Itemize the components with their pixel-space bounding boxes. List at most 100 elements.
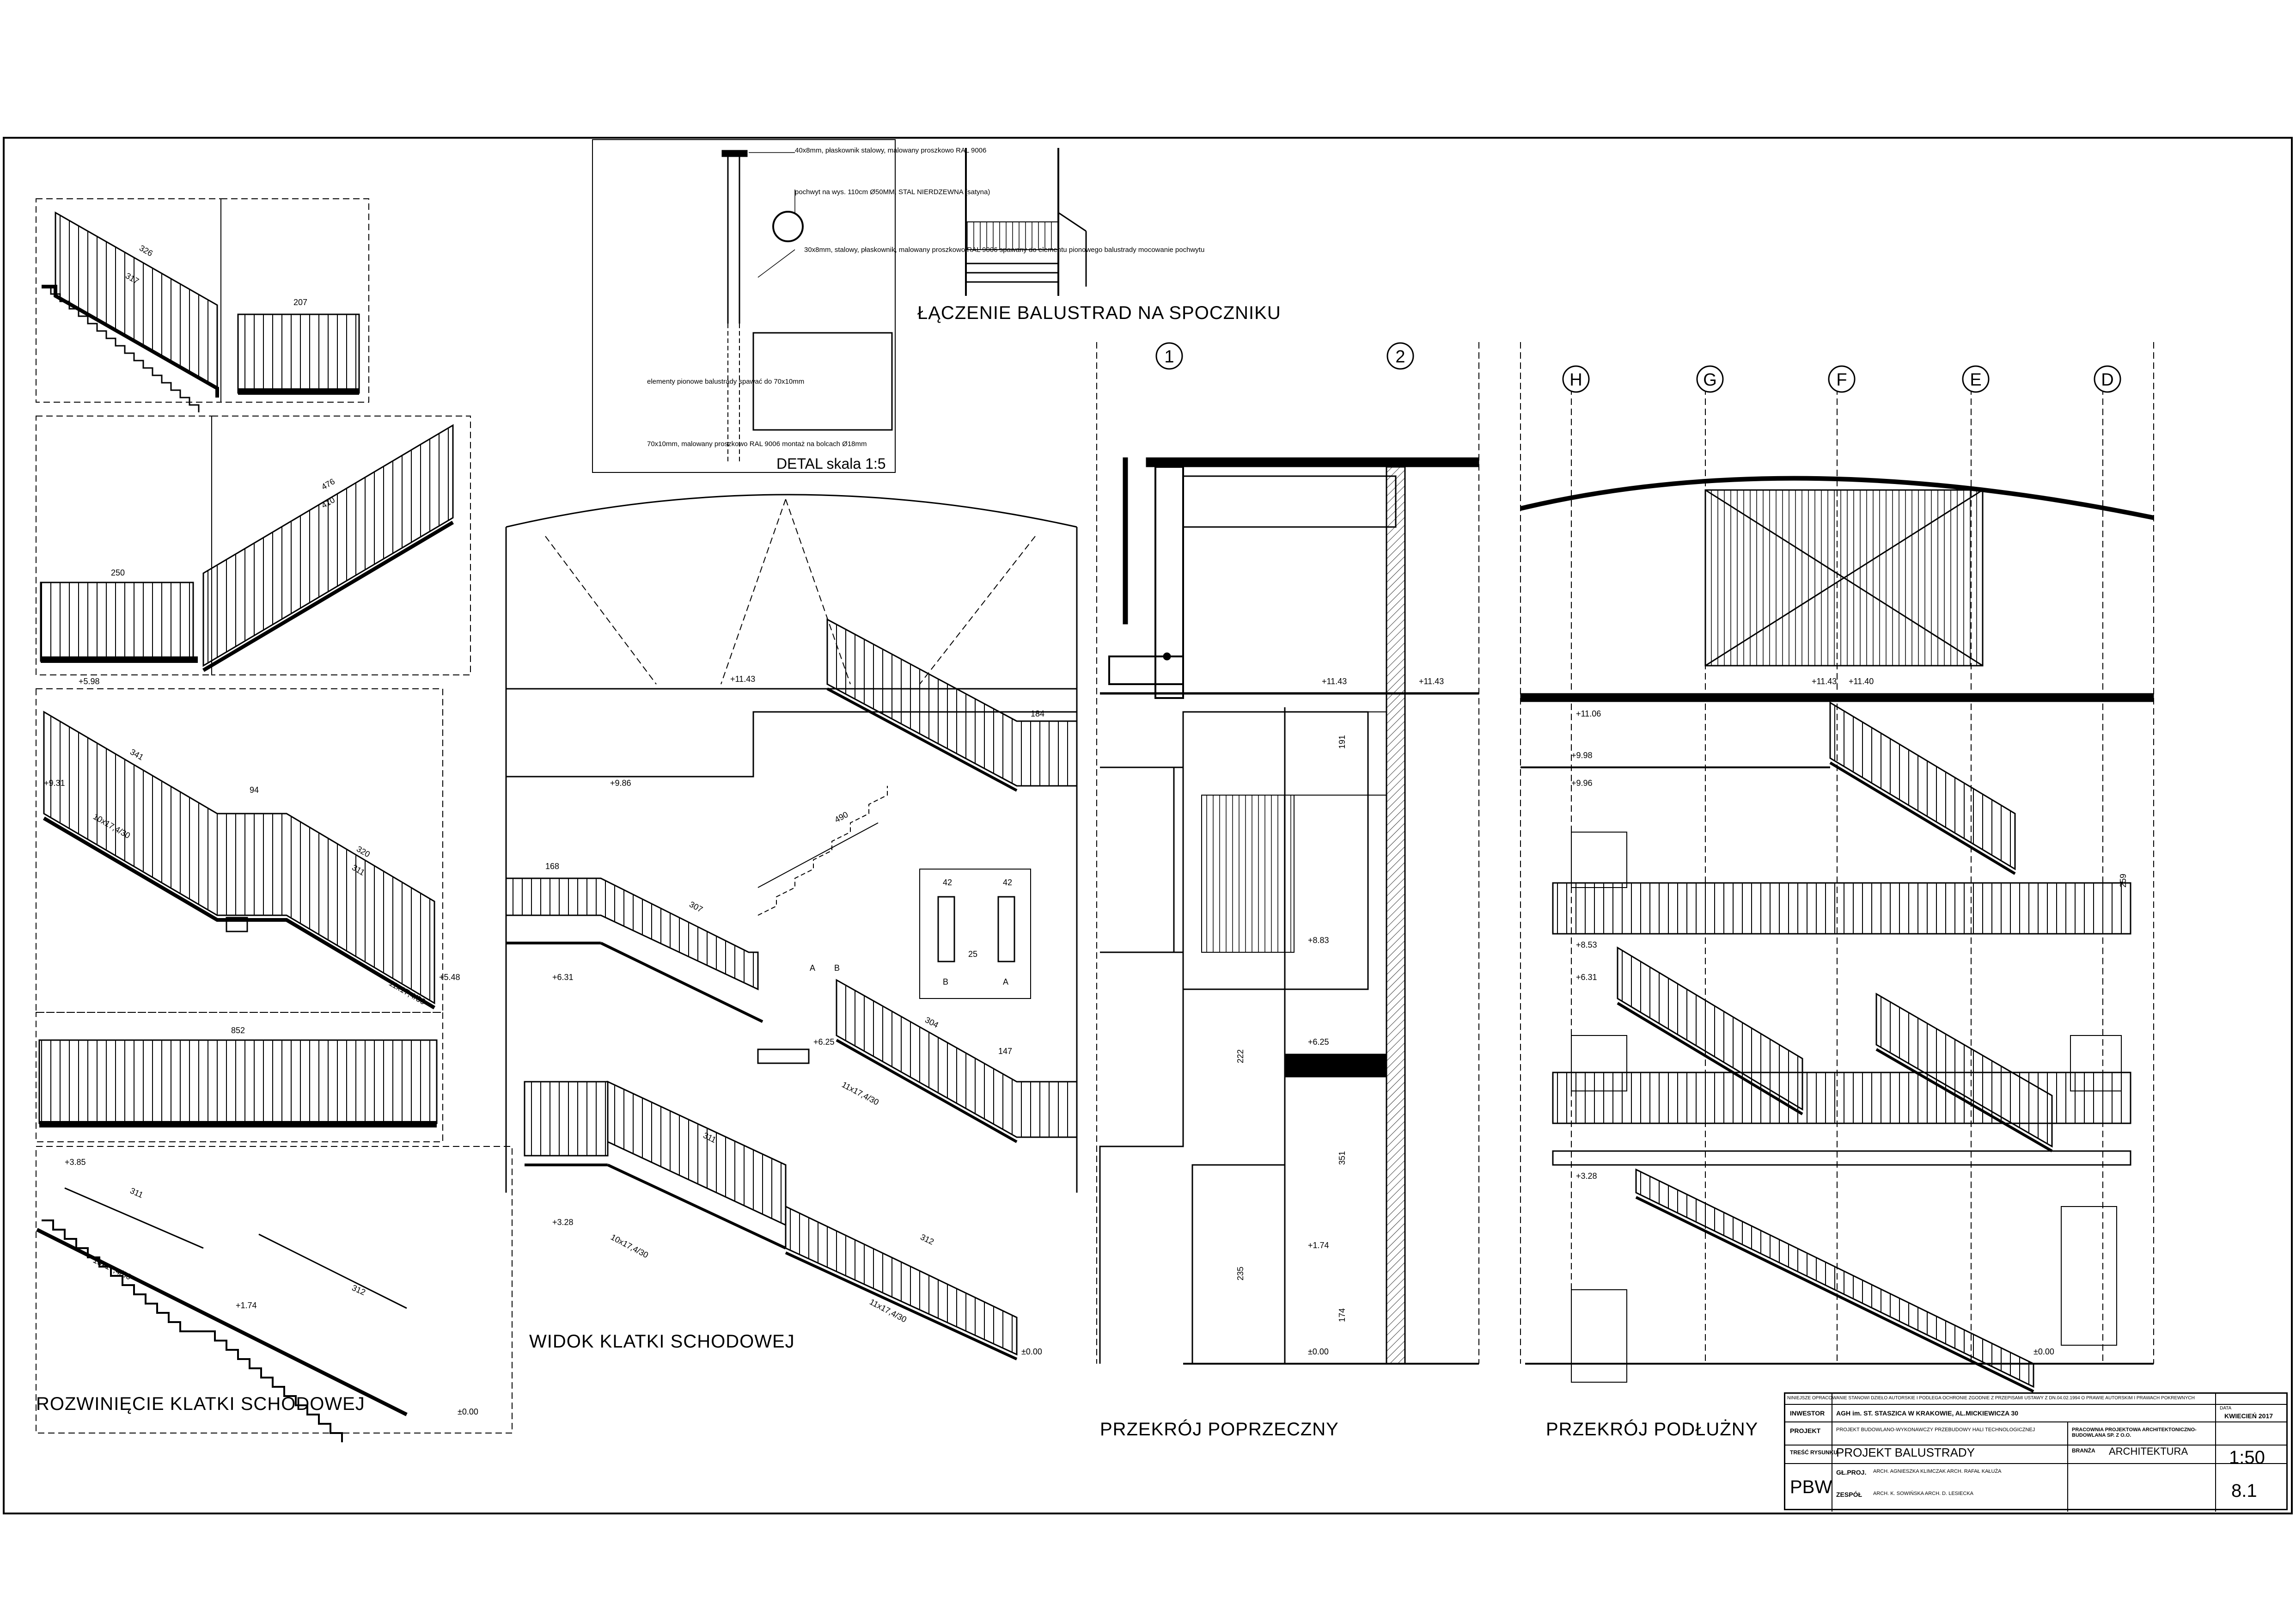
dim-label: 311 bbox=[128, 1186, 144, 1200]
level-label: ±0.00 bbox=[1308, 1347, 1329, 1356]
tb-phase: PBW bbox=[1790, 1477, 1832, 1497]
dev-flight-3 bbox=[43, 711, 436, 1010]
dim-label: 307 bbox=[688, 900, 704, 914]
dim-label: 147 bbox=[998, 1047, 1012, 1056]
title-long-section: PRZEKRÓJ PODŁUŻNY bbox=[1546, 1419, 1759, 1440]
dim-label: 207 bbox=[293, 298, 307, 307]
level-label: ±0.00 bbox=[2033, 1347, 2054, 1356]
title-development: ROZWINIĘCIE KLATKI SCHODOWEJ bbox=[36, 1394, 365, 1414]
title-block: NINIEJSZE OPRACOWANIE STANOWI DZIEŁO AUT… bbox=[1784, 1392, 2288, 1512]
dim-label: 312 bbox=[919, 1232, 935, 1247]
title-detail: DETAL skala 1:5 bbox=[776, 455, 886, 472]
dev-flight-1 bbox=[42, 211, 219, 412]
level-label: +9.96 bbox=[1571, 778, 1593, 788]
section-marker-a: A bbox=[810, 963, 815, 973]
dim-label: 235 bbox=[1236, 1267, 1245, 1280]
level-label: +1.74 bbox=[1308, 1241, 1329, 1250]
level-label: +11.43 bbox=[1419, 677, 1444, 686]
axis-h-label: H bbox=[1569, 370, 1582, 390]
tb-sheet-no: 8.1 bbox=[2231, 1481, 2257, 1501]
level-label: +6.25 bbox=[1308, 1037, 1329, 1047]
tb-investor-label: INWESTOR bbox=[1790, 1409, 1825, 1417]
level-label: +1.74 bbox=[236, 1301, 257, 1310]
dev-straight bbox=[38, 1039, 438, 1127]
section-marker-b: B bbox=[943, 977, 948, 986]
tb-branch-label: BRANŻA bbox=[2072, 1447, 2095, 1454]
detail-notes: 40x8mm, płaskownik stalowy, malowany pro… bbox=[647, 147, 1204, 448]
level-label: +3.28 bbox=[1576, 1171, 1597, 1181]
detail-note: 30x8mm, stalowy, płaskownik, malowany pr… bbox=[804, 246, 1204, 254]
level-label: +5.48 bbox=[439, 973, 460, 982]
axis-g-label: G bbox=[1703, 370, 1717, 390]
tb-investor: AGH im. ST. STASZICA W KRAKOWIE, AL.MICK… bbox=[1836, 1409, 2019, 1417]
tb-design-names: ARCH. AGNIESZKA KLIMCZAK ARCH. RAFAŁ KAŁ… bbox=[1873, 1469, 2002, 1474]
title-stair-view: WIDOK KLATKI SCHODOWEJ bbox=[529, 1331, 795, 1352]
section-marker-a: A bbox=[1003, 977, 1008, 986]
tb-branch: ARCHITEKTURA bbox=[2109, 1446, 2188, 1457]
level-label: +11.43 bbox=[730, 674, 755, 684]
sheet-frame bbox=[3, 137, 2293, 1514]
dim-label: 476 bbox=[320, 477, 336, 491]
dev-landing-2 bbox=[40, 582, 198, 663]
level-label: ±0.00 bbox=[458, 1407, 478, 1416]
tb-office: PRACOWNIA PROJEKTOWA ARCHITEKTONICZNO-BU… bbox=[2072, 1427, 2197, 1438]
title-cross-section: PRZEKRÓJ POPRZECZNY bbox=[1100, 1419, 1339, 1440]
dim-label: 490 bbox=[833, 810, 849, 825]
dim-label: 168 bbox=[545, 862, 559, 871]
dim-label: 94 bbox=[250, 785, 259, 795]
tb-date: KWIECIEŃ 2017 bbox=[2224, 1412, 2273, 1420]
level-labels: +5.98 +9.31 +5.48 +3.85 +1.74 ±0.00 +11.… bbox=[44, 674, 2054, 1416]
level-label: +6.31 bbox=[552, 973, 574, 982]
dim-label: 42 bbox=[1003, 878, 1012, 887]
section-markers: A B B A 25 bbox=[810, 950, 1008, 986]
level-label: +9.98 bbox=[1571, 751, 1593, 760]
dim-label: 174 bbox=[1337, 1308, 1347, 1322]
level-label: +9.86 bbox=[610, 778, 631, 788]
level-label: +3.85 bbox=[65, 1158, 86, 1167]
tb-notice: NINIEJSZE OPRACOWANIE STANOWI DZIEŁO AUT… bbox=[1787, 1396, 2195, 1401]
tb-content-label: TREŚĆ RYSUNKU bbox=[1790, 1449, 1838, 1456]
level-label: +11.43 bbox=[1322, 677, 1347, 686]
axis-1-label: 1 bbox=[1164, 347, 1174, 367]
flight-label: 10x17,4/30 bbox=[609, 1232, 650, 1260]
stair-view bbox=[505, 494, 1078, 1360]
section-marker-b: B bbox=[834, 963, 840, 973]
level-label: +9.31 bbox=[44, 778, 65, 788]
dim-label: 852 bbox=[231, 1026, 245, 1035]
section-dim: 25 bbox=[968, 950, 977, 959]
detail-note: elementy pionowe balustrady spawać do 70… bbox=[647, 378, 804, 386]
level-label: +11.06 bbox=[1576, 709, 1601, 718]
flight-label: 11x17,4/30 bbox=[840, 1080, 880, 1107]
level-label: +11.40 bbox=[1849, 677, 1874, 686]
development-panels bbox=[36, 198, 513, 1433]
tb-scale: 1:50 bbox=[2229, 1447, 2265, 1468]
dim-label: 42 bbox=[943, 878, 952, 887]
dim-label: 250 bbox=[111, 568, 125, 577]
axis-d-label: D bbox=[2101, 370, 2113, 390]
tb-content: PROJEKT BALUSTRADY bbox=[1836, 1446, 1975, 1459]
tb-project-label: PROJEKT bbox=[1790, 1427, 1821, 1434]
dimension-labels: 326 317 207 476 410 250 341 94 320 311 8… bbox=[111, 243, 2128, 1322]
level-label: +8.53 bbox=[1576, 940, 1597, 950]
tb-date-label: DATA bbox=[2220, 1406, 2232, 1411]
dim-label: 351 bbox=[1337, 1151, 1347, 1165]
level-label: +11.43 bbox=[1812, 677, 1837, 686]
level-label: +8.83 bbox=[1308, 936, 1329, 945]
level-label: +6.25 bbox=[813, 1037, 835, 1047]
title-landing-joint: ŁĄCZENIE BALUSTRAD NA SPOCZNIKU bbox=[917, 303, 1281, 323]
dev-landing-1 bbox=[237, 313, 360, 395]
axis-f-label: F bbox=[1836, 370, 1847, 390]
level-label: ±0.00 bbox=[1021, 1347, 1042, 1356]
level-label: +3.28 bbox=[552, 1218, 574, 1227]
dev-flight-2 bbox=[202, 424, 454, 672]
detail-note: 70x10mm, malowany proszkowo RAL 9006 mon… bbox=[647, 440, 867, 448]
dim-label: 191 bbox=[1337, 735, 1347, 749]
dev-handrail-flights bbox=[36, 1187, 408, 1442]
detail-box bbox=[592, 139, 896, 473]
dim-label: 222 bbox=[1236, 1049, 1245, 1063]
dim-label: 341 bbox=[128, 747, 145, 762]
dim-label: 312 bbox=[350, 1283, 367, 1297]
tb-team-label: ZESPÓŁ bbox=[1836, 1491, 1862, 1498]
